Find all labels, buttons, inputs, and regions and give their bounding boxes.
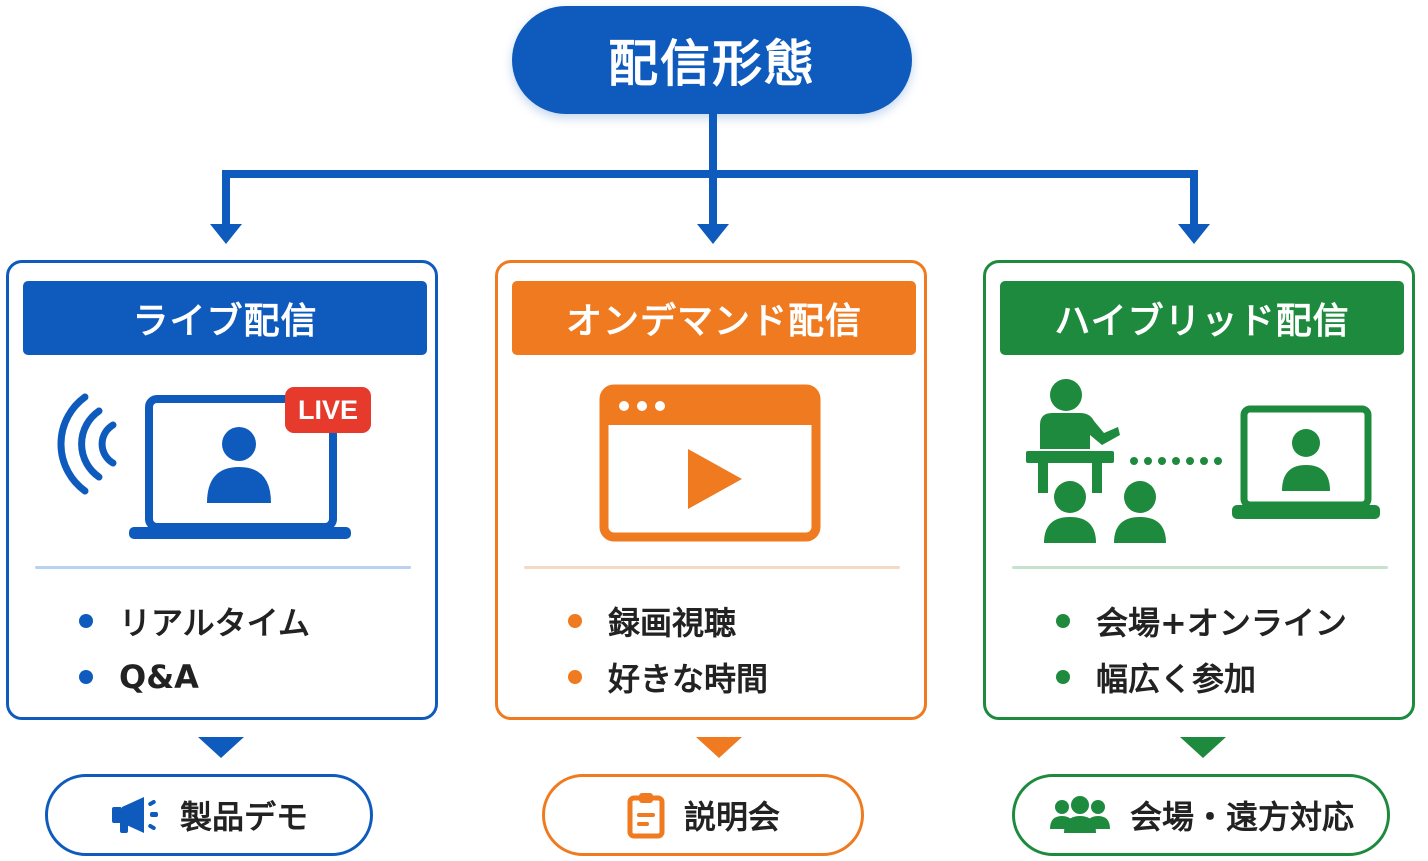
arrow-down-hybrid-result	[1180, 737, 1226, 758]
result-label-hybrid: 会場・遠方対応	[1129, 798, 1354, 836]
bullet-dot	[79, 614, 93, 628]
card-divider-ondemand	[524, 566, 900, 569]
bullet-dot	[1056, 614, 1070, 628]
group-icon	[1049, 796, 1110, 833]
card-ondemand: オンデマンド配信 録画視聴 好きな時間	[495, 260, 927, 720]
bullet-list-live: リアルタイム Q&A	[79, 593, 310, 705]
list-item: 録画視聴	[568, 593, 768, 649]
list-item: リアルタイム	[79, 593, 310, 649]
bullet-dot	[568, 670, 582, 684]
bullet-dot	[1056, 670, 1070, 684]
result-label-live: 製品デモ	[179, 798, 308, 836]
list-item: 会場+オンライン	[1056, 593, 1347, 649]
bullet-dot	[568, 614, 582, 628]
bullet-list-ondemand: 録画視聴 好きな時間	[568, 593, 768, 705]
card-divider-hybrid	[1012, 566, 1388, 569]
card-divider-live	[35, 566, 411, 569]
arrow-down-live	[210, 224, 242, 244]
bullet-text: 幅広く参加	[1096, 660, 1257, 698]
bullet-text: 好きな時間	[608, 660, 769, 698]
megaphone-icon	[111, 797, 158, 833]
result-pill-briefing: 説明会	[542, 774, 864, 856]
card-header-hybrid: ハイブリッド配信	[1000, 281, 1404, 355]
result-pill-venue-remote: 会場・遠方対応	[1012, 774, 1390, 856]
result-pill-product-demo: 製品デモ	[45, 774, 373, 856]
clipboard-icon	[627, 793, 665, 839]
card-title-ondemand: オンデマンド配信	[565, 301, 862, 342]
list-item: Q&A	[79, 649, 310, 705]
root-node: 配信形態	[512, 6, 912, 114]
card-title-hybrid: ハイブリッド配信	[1054, 301, 1350, 342]
live-badge: LIVE	[298, 395, 358, 425]
arrow-down-ondemand-result	[696, 737, 742, 758]
bullet-text: Q&A	[119, 658, 199, 696]
result-label-ondemand: 説明会	[683, 798, 780, 836]
bullet-list-hybrid: 会場+オンライン 幅広く参加	[1056, 593, 1347, 705]
video-player-icon	[599, 384, 821, 542]
card-hybrid: ハイブリッド配信 会場+オンライン 幅広	[983, 260, 1415, 720]
card-header-live: ライブ配信	[23, 281, 427, 355]
arrow-down-ondemand	[697, 224, 729, 244]
arrow-down-live-result	[198, 737, 244, 758]
card-title-live: ライブ配信	[132, 301, 318, 342]
card-header-ondemand: オンデマンド配信	[512, 281, 916, 355]
bullet-text: 会場+オンライン	[1096, 604, 1347, 642]
list-item: 好きな時間	[568, 649, 768, 705]
root-title: 配信形態	[608, 35, 816, 93]
arrow-down-hybrid	[1178, 224, 1210, 244]
card-live: ライブ配信 LIVE リアルタイム Q&A	[6, 260, 438, 720]
bullet-text: リアルタイム	[119, 604, 311, 642]
bullet-dot	[79, 670, 93, 684]
live-streaming-laptop-icon: LIVE	[57, 387, 371, 539]
list-item: 幅広く参加	[1056, 649, 1347, 705]
venue-and-online-icon	[1026, 379, 1380, 543]
bullet-text: 録画視聴	[608, 604, 737, 642]
